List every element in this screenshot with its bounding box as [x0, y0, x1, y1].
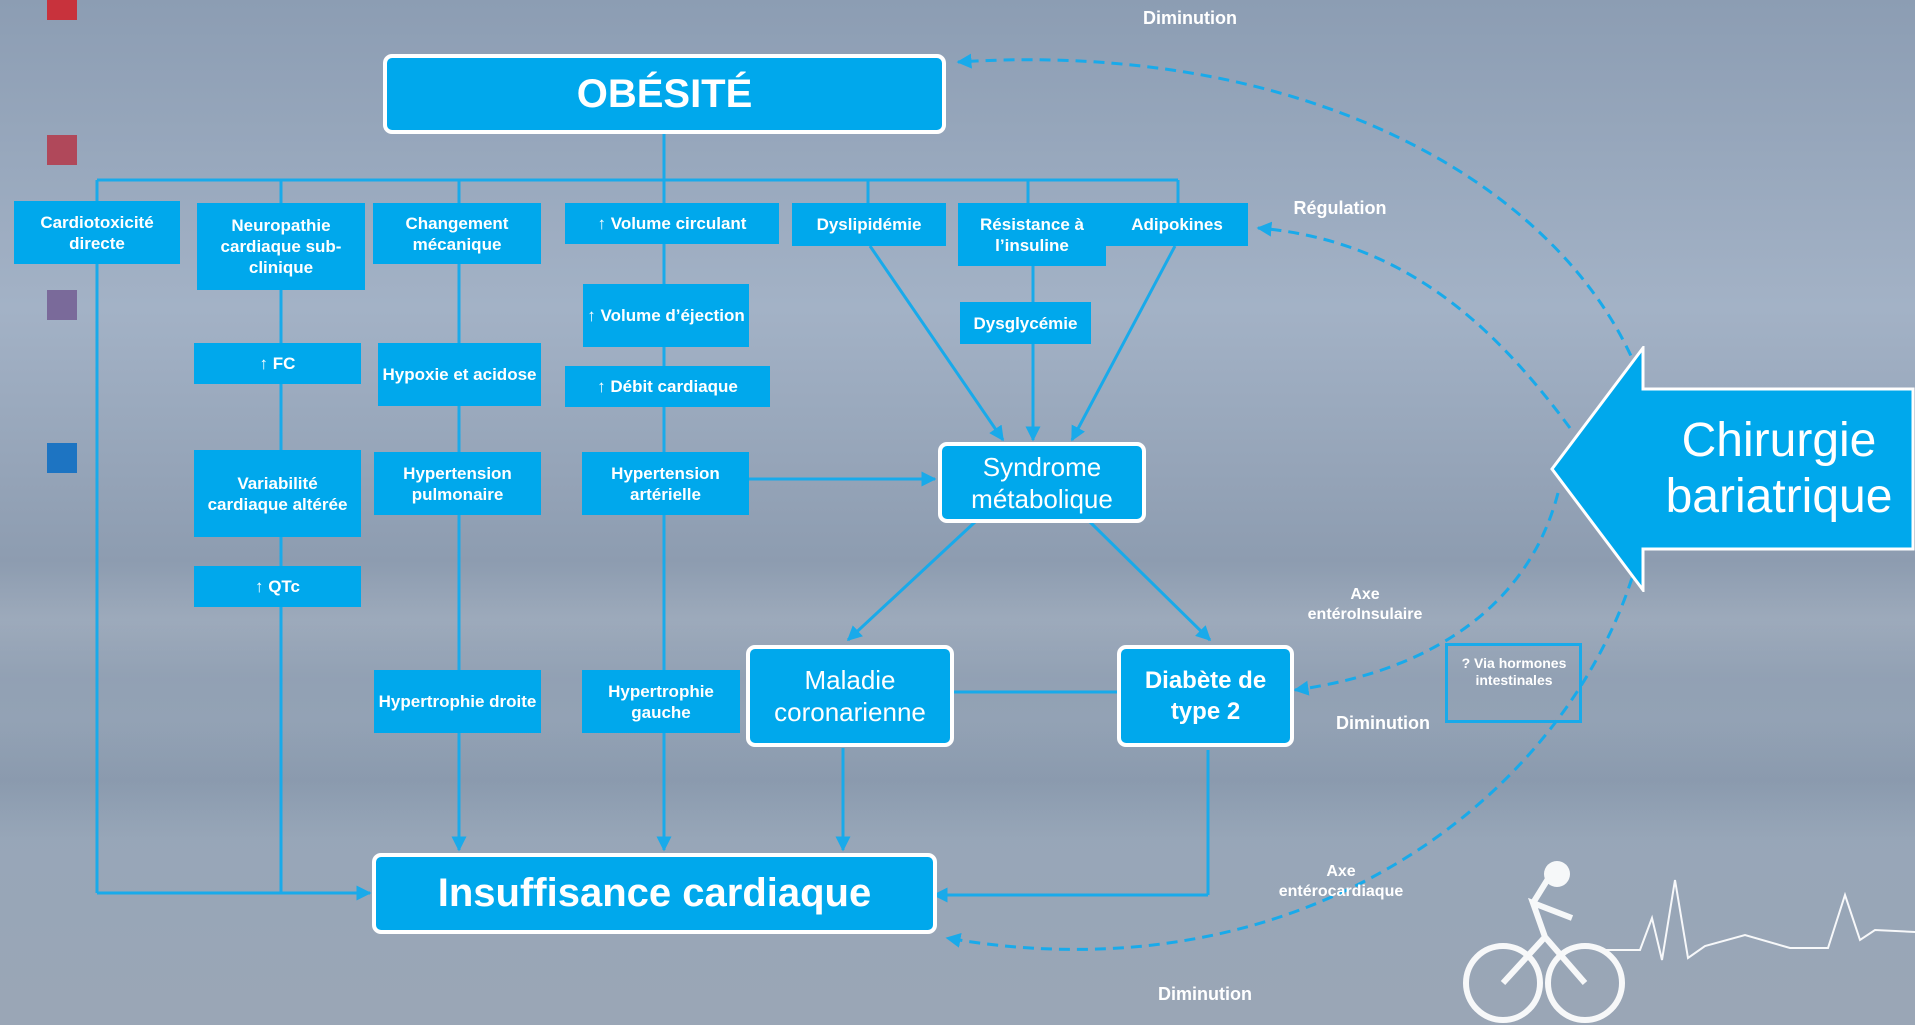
chirurgie-arrow-shape [1550, 346, 1915, 592]
node-volume-circulant: ↑ Volume circulant [565, 203, 779, 244]
node-debit-cardiaque: ↑ Débit cardiaque [565, 366, 770, 407]
node-syndrome-metabolique: Syndrome métabolique [938, 442, 1146, 523]
node-insuffisance-cardiaque: Insuffisance cardiaque [372, 853, 937, 934]
node-volume-ejection: ↑ Volume d’éjection [583, 284, 749, 347]
bullet-purple [47, 290, 77, 320]
node-maladie-coronarienne: Maladie coronarienne [746, 645, 954, 747]
node-cardiotoxicite: Cardiotoxicité directe [14, 201, 180, 264]
bullet-red [47, 0, 77, 20]
node-changement-mecanique: Changement mécanique [373, 203, 541, 264]
node-hypoxie: Hypoxie et acidose [378, 343, 541, 406]
label-diminution-bottom: Diminution [1158, 984, 1252, 1004]
cyclist-heartbeat-graphic [1463, 861, 1915, 1023]
label-axe-enterocardiaque: Axe entérocardiaque [1278, 863, 1404, 900]
node-hypertension-arterielle: Hypertension artérielle [582, 452, 749, 515]
arrow-regulation-adipokines [1256, 221, 1572, 429]
label-axe-enteroinsulaire: Axe entéroInsulaire [1307, 586, 1423, 623]
label-diminution-top: Diminution [1143, 8, 1237, 28]
hormones-label: ? Via hormones intestinales [1461, 655, 1567, 688]
node-hypertension-pulmonaire: Hypertension pulmonaire [374, 452, 541, 515]
arrow-diminution-insuffisance [945, 577, 1634, 951]
chirurgie-label: Chirurgie bariatrique [1665, 414, 1893, 523]
bullet-rose [47, 135, 77, 165]
arrow-diminution-obesite [956, 53, 1640, 373]
node-hypertrophie-gauche: Hypertrophie gauche [582, 670, 740, 733]
node-adipokines: Adipokines [1106, 203, 1248, 246]
hormones-box [1445, 643, 1582, 723]
node-dyslipidemie: Dyslipidémie [792, 203, 946, 246]
node-qtc: ↑ QTc [194, 566, 361, 607]
bullet-blue [47, 443, 77, 473]
node-resistance-insuline: Résistance à l’insuline [958, 203, 1106, 266]
node-neuropathie: Neuropathie cardiaque sub-clinique [197, 203, 365, 290]
node-diabete-type-2: Diabète de type 2 [1117, 645, 1294, 747]
node-variabilite: Variabilité cardiaque altérée [194, 450, 361, 537]
arrow-diminution-diabete [1293, 492, 1560, 696]
node-obesite: OBÉSITÉ [383, 54, 946, 134]
chirurgie-bariatrique-arrow: Chirurgie bariatrique [1548, 346, 1915, 592]
node-dysglycemie: Dysglycémie [960, 302, 1091, 344]
node-fc: ↑ FC [194, 343, 361, 384]
label-regulation: Régulation [1293, 198, 1387, 218]
node-hypertrophie-droite: Hypertrophie droite [374, 670, 541, 733]
label-diminution-mid: Diminution [1336, 713, 1430, 733]
